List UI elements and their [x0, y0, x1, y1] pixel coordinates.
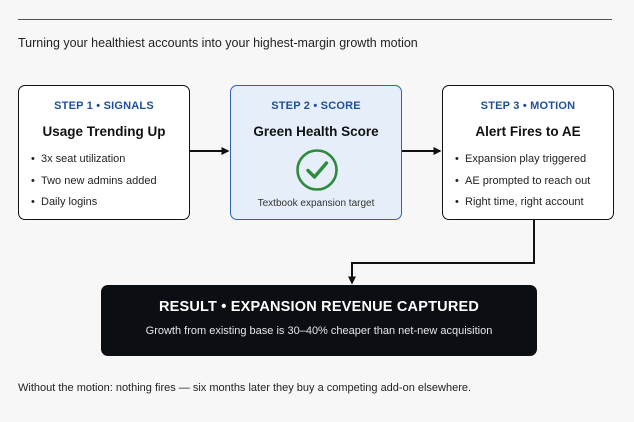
checkmark-circle-icon [296, 149, 338, 191]
step-3-label: STEP 3 • MOTION [480, 100, 576, 112]
result-subtitle: Growth from existing base is 30–40% chea… [145, 325, 493, 337]
step-2-title: Green Health Score [253, 124, 379, 139]
step-2-label: STEP 2 • SCORE [271, 100, 361, 112]
top-divider [18, 19, 612, 20]
step-3-title: Alert Fires to AE [475, 124, 581, 139]
arrow-step3-to-result [348, 220, 535, 285]
result-box: RESULT • EXPANSION REVENUE CAPTURED Grow… [101, 285, 537, 356]
step-1-bullet: 3x seat utilization [31, 152, 157, 174]
step-3-bullets: Expansion play triggered AE prompted to … [455, 152, 590, 217]
step-2-card: STEP 2 • SCORE Green Health Score Textbo… [230, 85, 402, 220]
step-2-caption: Textbook expansion target [257, 198, 375, 209]
step-1-title: Usage Trending Up [42, 124, 166, 139]
step-3-bullet: Expansion play triggered [455, 152, 590, 174]
footnote: Without the motion: nothing fires — six … [18, 382, 472, 394]
step-1-bullet: Daily logins [31, 195, 157, 217]
step-1-label: STEP 1 • SIGNALS [54, 100, 154, 112]
step-3-bullet: Right time, right account [455, 195, 590, 217]
diagram-subtitle: Turning your healthiest accounts into yo… [18, 36, 418, 50]
step-1-bullets: 3x seat utilization Two new admins added… [31, 152, 157, 217]
step-3-bullet: AE prompted to reach out [455, 174, 590, 196]
step-1-card: STEP 1 • SIGNALS Usage Trending Up 3x se… [18, 85, 190, 220]
step-1-bullet: Two new admins added [31, 174, 157, 196]
step-3-card: STEP 3 • MOTION Alert Fires to AE Expans… [442, 85, 614, 220]
result-title: RESULT • EXPANSION REVENUE CAPTURED [158, 299, 480, 315]
